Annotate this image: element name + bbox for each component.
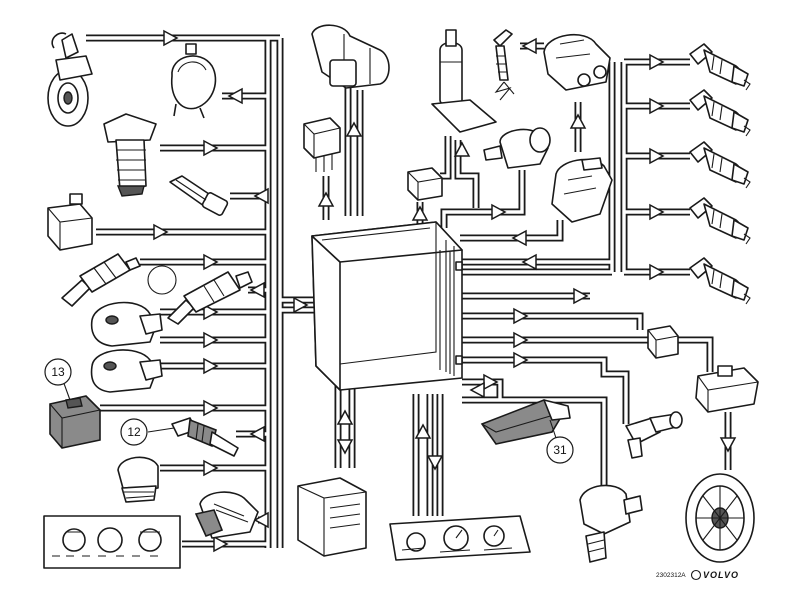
callout-12-label: 12 — [127, 425, 141, 439]
callout-12: 12 — [120, 418, 175, 446]
crankshaft-position-sensor — [47, 32, 93, 127]
fuel-injector-5 — [689, 257, 751, 305]
footer: 2302312A VOLVO — [656, 569, 739, 581]
mass-air-flow-sensor — [103, 113, 157, 197]
signal-arrows — [153, 29, 737, 553]
climate-control-panel — [43, 515, 181, 569]
instrument-cluster — [389, 515, 531, 561]
main-relay — [303, 117, 341, 172]
callout-13-label: 13 — [51, 365, 65, 379]
throttle-position-sensor — [47, 193, 93, 251]
pressure-switch-b — [194, 491, 259, 539]
diagnostic-unit — [297, 477, 367, 557]
evap-purge-valve — [483, 127, 551, 169]
fuel-injector-4 — [689, 197, 751, 245]
oxygen-sensor-front — [61, 253, 141, 307]
idle-air-control-valve — [311, 24, 390, 89]
knock-sensor-1 — [90, 301, 163, 347]
fuel-injector-1 — [689, 43, 751, 91]
component-31-sensor — [480, 399, 571, 445]
fuel-injector-2 — [689, 89, 751, 137]
wiring-harness — [86, 34, 732, 548]
callout-13: 13 — [44, 358, 72, 401]
knock-sensor-2 — [90, 349, 163, 393]
document-code: 2302312A — [656, 572, 686, 579]
oxygen-sensor-rear — [167, 271, 253, 325]
spark-plug — [493, 29, 515, 101]
vacuum-valve — [625, 411, 683, 459]
small-relay — [407, 167, 443, 201]
flywheel-pickup — [685, 473, 755, 563]
engine-control-module — [311, 221, 463, 391]
fuel-pump — [431, 29, 497, 133]
component-13-pressure-sensor — [49, 395, 101, 449]
ignition-coil — [551, 157, 613, 223]
fuel-pressure-regulator — [579, 484, 643, 563]
ignition-power-stage — [695, 365, 759, 413]
component-12-temperature-sender — [171, 417, 239, 457]
callout-31: 31 — [546, 419, 574, 464]
brand-logo-text: VOLVO — [703, 570, 739, 580]
callout-31-label: 31 — [553, 443, 567, 457]
pressure-switch-a — [117, 456, 159, 503]
distributor-cap — [543, 34, 611, 91]
relay-cube-right — [647, 325, 679, 359]
fuel-injector-3 — [689, 141, 751, 189]
coolant-temperature-sensor — [169, 175, 229, 216]
blank-marker — [147, 265, 177, 295]
camshaft-position-sensor — [171, 43, 217, 119]
fuel-injectors — [689, 43, 751, 305]
